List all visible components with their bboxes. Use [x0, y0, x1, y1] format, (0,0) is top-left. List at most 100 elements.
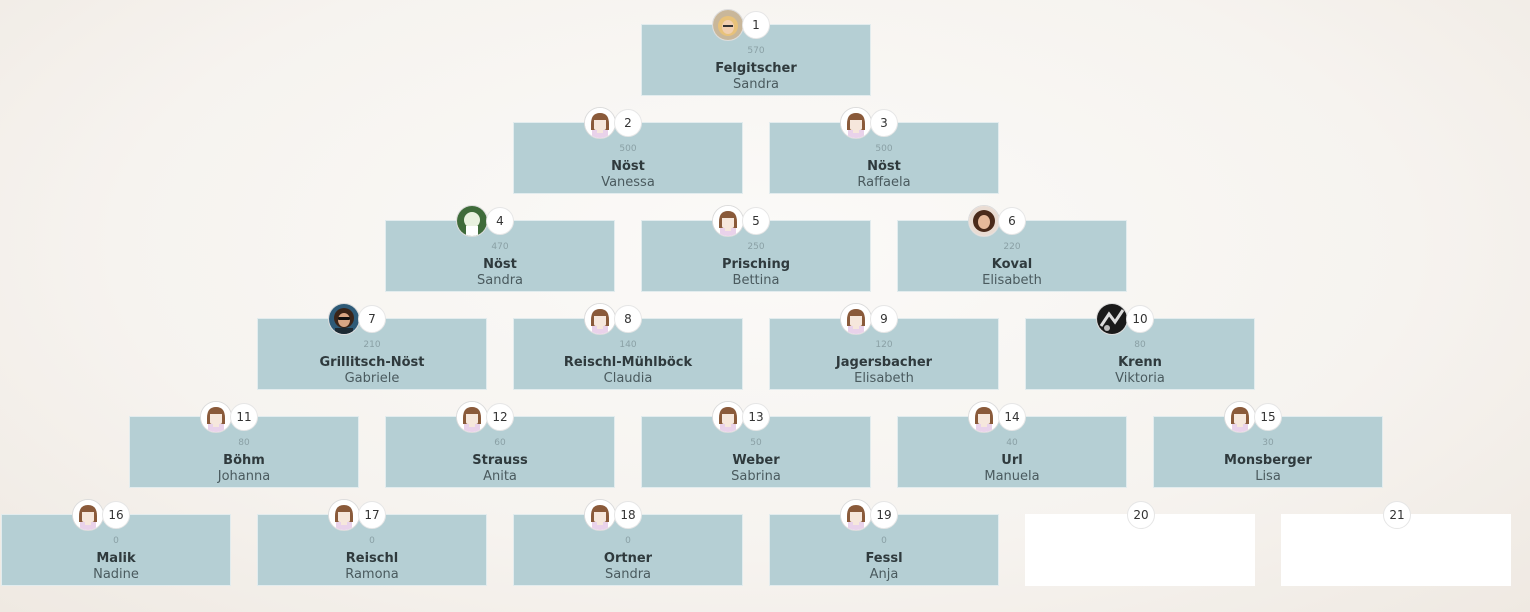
last-name: Monsberger [1224, 453, 1312, 468]
last-name: Prisching [721, 257, 791, 272]
points: 30 [1262, 438, 1274, 448]
last-name: Jagersbacher [835, 355, 933, 370]
first-name: Ramona [345, 567, 399, 582]
points: 80 [1134, 340, 1146, 350]
rank-badge: 10 [1126, 305, 1154, 333]
rank-badge: 4 [486, 207, 514, 235]
points: 0 [113, 536, 119, 546]
points: 140 [619, 340, 637, 350]
player-avatar[interactable] [712, 9, 744, 41]
last-name: Ortner [603, 551, 653, 566]
default-avatar-icon[interactable] [840, 303, 872, 335]
last-name: Strauss [472, 453, 528, 468]
rank-badge: 5 [742, 207, 770, 235]
last-name: Reischl [345, 551, 399, 566]
points: 0 [625, 536, 631, 546]
default-avatar-icon[interactable] [584, 303, 616, 335]
rank-badge: 18 [614, 501, 642, 529]
default-avatar-icon[interactable] [456, 401, 488, 433]
rank-badge: 15 [1254, 403, 1282, 431]
default-avatar-icon[interactable] [968, 401, 1000, 433]
default-avatar-icon[interactable] [840, 107, 872, 139]
rank-badge: 6 [998, 207, 1026, 235]
player-avatar[interactable] [968, 205, 1000, 237]
points: 250 [747, 242, 765, 252]
default-avatar-icon[interactable] [712, 401, 744, 433]
points: 470 [491, 242, 509, 252]
rank-badge: 9 [870, 305, 898, 333]
last-name: Krenn [1118, 355, 1162, 370]
first-name: Sabrina [731, 469, 781, 484]
default-avatar-icon[interactable] [584, 107, 616, 139]
rank-badge: 7 [358, 305, 386, 333]
points: 60 [494, 438, 506, 448]
first-name: Anja [869, 567, 899, 582]
rank-badge: 11 [230, 403, 258, 431]
last-name: Fessl [865, 551, 903, 566]
first-name: Gabriele [344, 371, 400, 386]
points: 210 [363, 340, 381, 350]
default-avatar-icon[interactable] [72, 499, 104, 531]
first-name: Elisabeth [982, 273, 1042, 288]
first-name: Claudia [603, 371, 653, 386]
default-avatar-icon[interactable] [328, 499, 360, 531]
default-avatar-icon[interactable] [584, 499, 616, 531]
default-avatar-icon[interactable] [712, 205, 744, 237]
default-avatar-icon[interactable] [1224, 401, 1256, 433]
default-avatar-icon[interactable] [840, 499, 872, 531]
points: 500 [875, 144, 893, 154]
rank-badge: 21 [1383, 501, 1411, 529]
rank-badge: 8 [614, 305, 642, 333]
last-name: Nöst [611, 159, 645, 174]
player-avatar[interactable] [1096, 303, 1128, 335]
last-name: Nöst [867, 159, 901, 174]
points: 0 [369, 536, 375, 546]
last-name: Malik [96, 551, 136, 566]
first-name: Bettina [732, 273, 780, 288]
last-name: Url [1001, 453, 1023, 468]
last-name: Reischl-Mühlböck [563, 355, 693, 370]
first-name: Anita [483, 469, 517, 484]
points: 40 [1006, 438, 1018, 448]
first-name: Sandra [476, 273, 524, 288]
rank-badge: 14 [998, 403, 1026, 431]
points: 0 [881, 536, 887, 546]
last-name: Böhm [223, 453, 265, 468]
points: 80 [238, 438, 250, 448]
player-avatar[interactable] [456, 205, 488, 237]
default-avatar-icon[interactable] [200, 401, 232, 433]
points: 500 [619, 144, 637, 154]
empty-slot[interactable]: 20 [1025, 501, 1255, 586]
first-name: Johanna [217, 469, 271, 484]
first-name: Sandra [604, 567, 652, 582]
last-name: Weber [732, 453, 780, 468]
last-name: Nöst [483, 257, 517, 272]
points: 120 [875, 340, 893, 350]
rank-badge: 12 [486, 403, 514, 431]
empty-slot[interactable]: 21 [1281, 501, 1511, 586]
last-name: Felgitscher [715, 61, 797, 76]
rank-badge: 17 [358, 501, 386, 529]
last-name: Grillitsch-Nöst [319, 355, 425, 370]
player-avatar[interactable] [328, 303, 360, 335]
rank-badge: 1 [742, 11, 770, 39]
